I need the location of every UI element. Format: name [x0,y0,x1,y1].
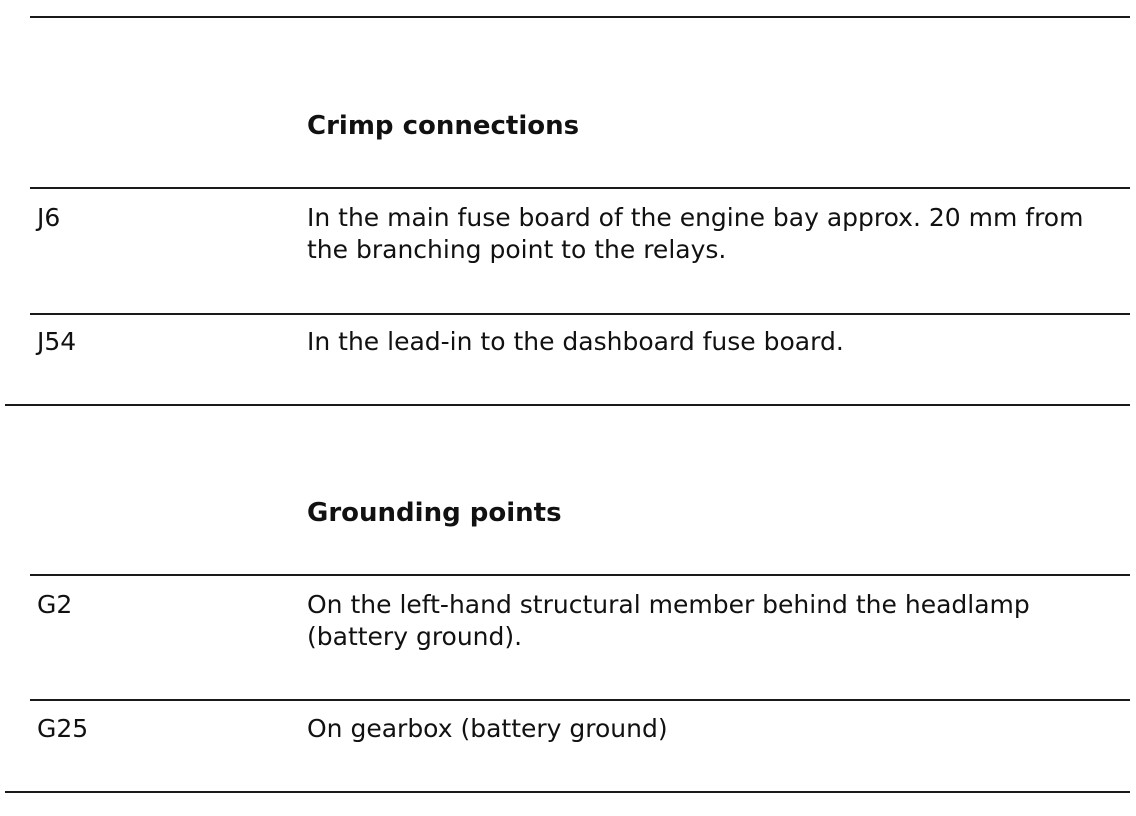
section-heading-grounding-points: Grounding points [307,498,562,528]
section-end-rule [5,404,1130,406]
row-code: J54 [37,327,77,356]
row-description: In the lead-in to the dashboard fuse boa… [307,327,844,356]
row-rule [30,699,1130,701]
row-description: In the main fuse board of the engine bay… [307,203,1084,264]
row-code: J6 [37,203,61,232]
row-rule [30,187,1130,189]
row-description: On the left-hand structural member behin… [307,590,1030,651]
row-description: On gearbox (battery ground) [307,714,668,743]
row-rule [30,313,1130,315]
row-code: G25 [37,714,89,743]
top-rule [30,16,1130,18]
row-code: G2 [37,590,73,619]
section-heading-crimp-connections: Crimp connections [307,111,580,141]
bottom-rule [5,791,1130,793]
row-rule [30,574,1130,576]
